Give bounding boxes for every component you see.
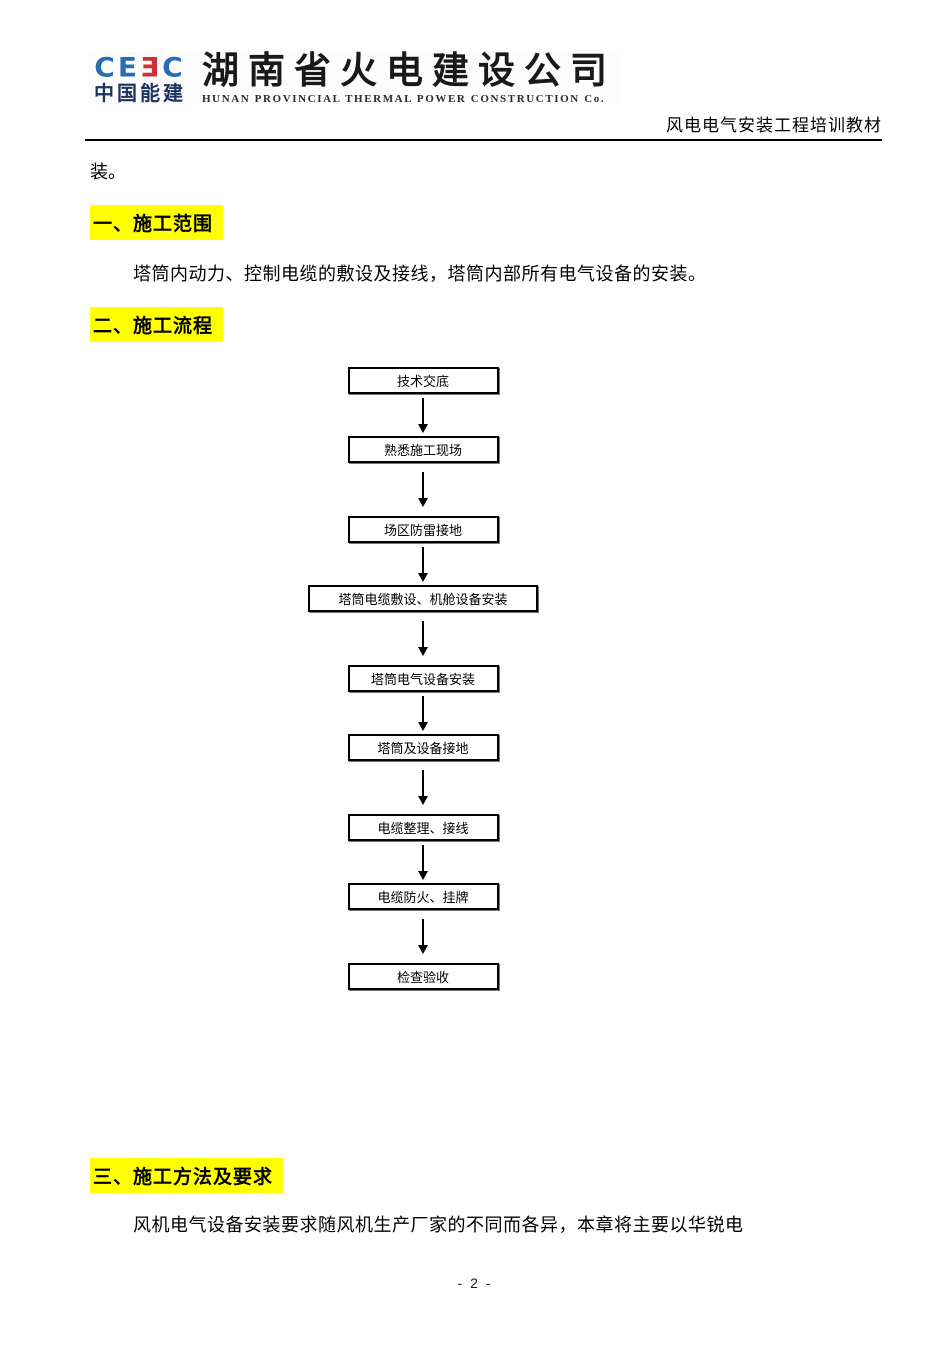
ceec-logo-icon: CEƎC 中国能建: [94, 54, 186, 104]
company-name-english: HUNAN PROVINCIAL THERMAL POWER CONSTRUCT…: [202, 92, 606, 105]
flowchart-step: 塔筒电气设备安装: [347, 665, 499, 692]
down-arrow-icon: [418, 394, 428, 436]
carryover-text: 装。: [90, 162, 126, 182]
company-name-chinese: 湖南省火电建设公司: [202, 50, 616, 91]
flowchart-step: 熟悉施工现场: [347, 436, 499, 463]
page-number: - 2 -: [457, 1275, 493, 1291]
flowchart-step: 塔筒电缆敷设、机舱设备安装: [308, 585, 538, 612]
down-arrow-icon: [418, 841, 428, 883]
header-divider: [85, 139, 882, 141]
ceec-logo-letters: CEƎC: [94, 54, 185, 81]
section-heading-3: 三、施工方法及要求: [90, 1158, 284, 1193]
down-arrow-icon: [418, 761, 428, 814]
company-logo: CEƎC 中国能建 湖南省火电建设公司 HUNAN PROVINCIAL THE…: [88, 50, 622, 108]
ceec-letter: Ǝ: [140, 51, 163, 83]
section-heading-2: 二、施工流程: [90, 307, 224, 342]
down-arrow-icon: [418, 692, 428, 734]
section-heading-1: 一、施工范围: [90, 205, 224, 240]
document-title: 风电电气安装工程培训教材: [666, 116, 882, 135]
down-arrow-icon: [418, 463, 428, 516]
ceec-logo-chinese-name: 中国能建: [94, 82, 186, 105]
flowchart-step: 电缆防火、挂牌: [347, 883, 499, 910]
construction-flowchart: 技术交底 熟悉施工现场 场区防雷接地 塔筒电缆敷设、机舱设备安装 塔筒电气设备安…: [303, 367, 543, 990]
flowchart-step: 检查验收: [347, 963, 499, 990]
section-3-paragraph: 风机电气设备安装要求随风机生产厂家的不同而各异，本章将主要以华锐电: [133, 1215, 744, 1235]
ceec-letter: C: [94, 51, 118, 83]
section-1-paragraph: 塔筒内动力、控制电缆的敷设及接线，塔筒内部所有电气设备的安装。: [133, 264, 707, 284]
flowchart-step: 场区防雷接地: [347, 516, 499, 543]
ceec-letter: E: [117, 51, 140, 83]
down-arrow-icon: [418, 543, 428, 585]
flowchart-step: 技术交底: [347, 367, 499, 394]
flowchart-step: 塔筒及设备接地: [347, 734, 499, 761]
down-arrow-icon: [418, 612, 428, 665]
ceec-letter: C: [162, 51, 186, 83]
down-arrow-icon: [418, 910, 428, 963]
flowchart-step: 电缆整理、接线: [347, 814, 499, 841]
company-name-block: 湖南省火电建设公司 HUNAN PROVINCIAL THERMAL POWER…: [202, 50, 616, 105]
